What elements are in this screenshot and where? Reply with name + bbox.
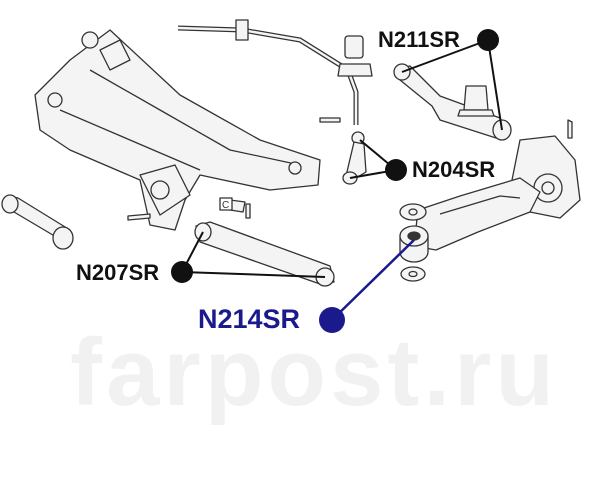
bump-stop [457,85,495,117]
dot-n211 [477,29,499,51]
washer-bottom [400,266,426,282]
dot-n204 [385,159,407,181]
c-marker: C [219,197,233,211]
washer-top [399,203,427,221]
left-lateral-link [1,194,74,250]
pointer-n211-a [401,39,489,73]
watermark: farpost.ru [70,319,559,426]
stabilizer-bar [177,19,359,125]
label-n207: N207SR [76,260,160,285]
svg-text:C: C [222,200,229,211]
pointer-n214 [331,239,415,321]
rear-subframe [34,29,321,231]
highlight-bushing [399,225,429,263]
pointer-n207-b [181,271,326,278]
bolts [127,117,341,221]
pointer-n211-b [487,39,503,131]
label-n214: N214SR [198,304,301,334]
lower-control-arm [413,177,541,251]
dot-n214 [319,307,345,333]
dot-n207 [171,261,193,283]
label-n204: N204SR [412,157,496,182]
stabilizer-link [342,119,573,185]
stabilizer-bushings [337,35,373,145]
label-n211: N211SR [378,27,460,52]
